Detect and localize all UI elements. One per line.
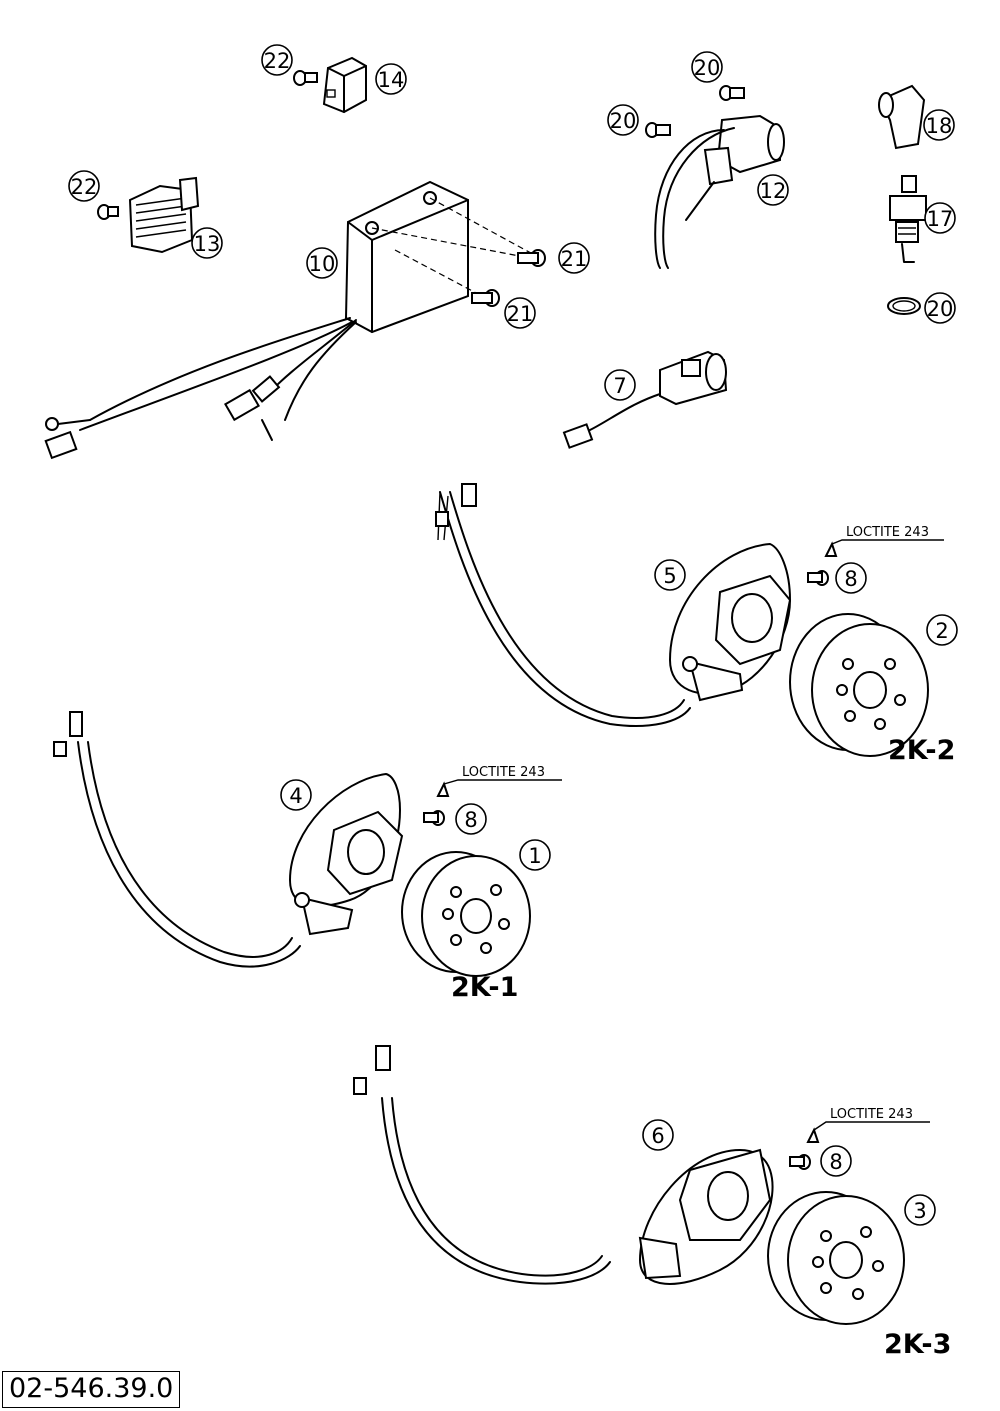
svg-text:2: 2 [935, 619, 948, 643]
callout-22-left: 22 [68, 170, 100, 202]
callout-1: 1 [519, 839, 551, 871]
cdi-wiring-harness [44, 317, 357, 460]
svg-text:12: 12 [760, 179, 787, 203]
svg-text:8: 8 [464, 808, 477, 832]
svg-text:20: 20 [694, 56, 721, 80]
part-13-regulator [128, 176, 200, 254]
callout-6: 6 [642, 1119, 674, 1151]
part-8-bolt-2k3 [789, 1127, 820, 1170]
svg-text:17: 17 [927, 207, 954, 231]
svg-text:13: 13 [194, 232, 221, 256]
callout-3: 3 [904, 1194, 936, 1226]
svg-text:20: 20 [927, 297, 954, 321]
part-16-spark-plug [889, 175, 927, 263]
flywheel-3-assembly [767, 1191, 905, 1325]
loctite-note-2k1: LOCTITE 243 [443, 765, 562, 785]
svg-text:18: 18 [926, 114, 953, 138]
callout-20-a: 20 [691, 51, 723, 83]
svg-text:LOCTITE 243: LOCTITE 243 [462, 765, 545, 780]
svg-text:22: 22 [264, 49, 291, 73]
callout-8-2k2: 8 [835, 562, 867, 594]
svg-text:LOCTITE 243: LOCTITE 243 [846, 525, 929, 540]
part-8-bolt-2k2 [807, 541, 838, 586]
part-17-spark-plug-cap [878, 84, 926, 150]
part-7-sensor [562, 350, 728, 449]
part-21-screw-lower [471, 289, 500, 307]
loctite-note-2k3: LOCTITE 243 [813, 1107, 930, 1131]
flywheel-1-assembly [401, 851, 531, 977]
part-8-bolt-2k1 [423, 781, 450, 826]
callout-10: 10 [306, 247, 338, 279]
part-22-screw-top [293, 70, 318, 86]
stator-5-assembly [435, 483, 792, 727]
callout-18: 20 [924, 292, 956, 324]
callout-14: 14 [375, 63, 407, 95]
svg-text:7: 7 [613, 374, 626, 398]
callout-2: 2 [926, 614, 958, 646]
svg-text:21: 21 [507, 302, 534, 326]
flywheel-2-assembly [789, 613, 929, 757]
part-21-screw-upper [517, 249, 546, 267]
variant-label-2k3: 2K-3 [884, 1329, 951, 1360]
reference-number: 02-546.39.0 [2, 1371, 181, 1408]
svg-text:LOCTITE 243: LOCTITE 243 [830, 1107, 913, 1122]
callout-13: 13 [191, 227, 223, 259]
svg-text:14: 14 [378, 68, 405, 92]
svg-text:8: 8 [844, 567, 857, 591]
callout-5: 5 [654, 559, 686, 591]
callout-16: 17 [924, 202, 956, 234]
callout-20-b: 20 [607, 104, 639, 136]
svg-text:22: 22 [71, 175, 98, 199]
svg-text:5: 5 [663, 564, 676, 588]
variant-label-2k2: 2K-2 [888, 735, 955, 766]
loctite-note-2k2: LOCTITE 243 [831, 525, 944, 545]
variant-label-2k1: 2K-1 [451, 972, 518, 1003]
part-18-o-ring [887, 297, 921, 315]
callout-22-top: 22 [261, 44, 293, 76]
part-14-bracket [322, 56, 367, 114]
svg-text:8: 8 [829, 1150, 842, 1174]
svg-text:4: 4 [289, 784, 302, 808]
callout-12: 12 [757, 174, 789, 206]
part-22-washer-left [97, 204, 119, 220]
svg-text:6: 6 [651, 1124, 664, 1148]
svg-text:1: 1 [528, 844, 541, 868]
callout-7: 7 [604, 369, 636, 401]
callout-21-upper: 21 [558, 242, 590, 274]
callout-8-2k3: 8 [820, 1145, 852, 1177]
part-20-screw-a [719, 85, 745, 101]
callout-21-lower: 21 [504, 297, 536, 329]
svg-text:21: 21 [561, 247, 588, 271]
svg-text:3: 3 [913, 1199, 926, 1223]
callout-17: 18 [923, 109, 955, 141]
callout-8-2k1: 8 [455, 803, 487, 835]
stator-4-assembly [53, 711, 404, 968]
svg-text:20: 20 [610, 109, 637, 133]
callout-4: 4 [280, 779, 312, 811]
svg-text:10: 10 [309, 252, 336, 276]
stator-6-assembly [353, 1045, 774, 1285]
part-20-screw-b [645, 122, 671, 138]
part-12-ignition-coil [654, 114, 785, 269]
part-10-cdi-box [344, 180, 541, 334]
